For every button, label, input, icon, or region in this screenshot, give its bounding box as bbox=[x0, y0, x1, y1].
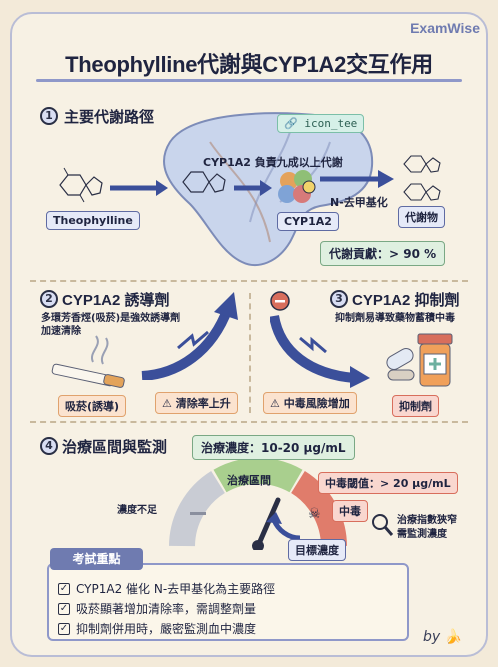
section-3-title: CYP1A2 抑制劑 bbox=[352, 292, 460, 309]
section-1-number: 1 bbox=[40, 107, 58, 125]
monitoring-note-line1: 治療指數狹窄 bbox=[397, 515, 457, 526]
checkbox-icon: ✓ bbox=[58, 622, 70, 635]
section-divider bbox=[30, 280, 468, 282]
key-point-item: ✓ 吸菸顯著增加清除率，需調整劑量 bbox=[58, 600, 256, 617]
inhibitor-label: 抑制劑 bbox=[392, 395, 439, 417]
checkbox-icon: ✓ bbox=[58, 602, 70, 615]
inducer-desc-line1: 多環芳香烴(吸菸)是強效誘導劑 bbox=[41, 313, 181, 324]
metabolite-structure-icon bbox=[403, 155, 441, 201]
brand-logo: ExamWise bbox=[410, 20, 480, 36]
key-point-text: CYP1A2 催化 N-去甲基化為主要路徑 bbox=[76, 582, 276, 596]
target-concentration-label: 目標濃度 bbox=[288, 539, 346, 561]
section-4-number: 4 bbox=[40, 437, 58, 455]
toxicity-risk-badge: ⚠ 中毒風險增加 bbox=[263, 392, 357, 414]
banana-icon: 🍌 bbox=[444, 629, 462, 645]
title-underline bbox=[36, 79, 462, 82]
decrease-arrow-icon bbox=[270, 314, 370, 388]
monitoring-note-line2: 需監測濃度 bbox=[397, 529, 447, 540]
key-points-box bbox=[47, 563, 409, 641]
section-1-title: 主要代謝路徑 bbox=[64, 109, 155, 126]
subtherapeutic-label: 濃度不足 bbox=[117, 505, 157, 516]
toxicity-risk-text: 中毒風險增加 bbox=[283, 397, 350, 410]
inhibitor-desc: 抑制劑易導致藥物蓄積中毒 bbox=[335, 313, 455, 324]
clearance-up-badge: ⚠ 清除率上升 bbox=[155, 392, 238, 414]
toxic-label: 中毒 bbox=[332, 500, 368, 522]
concentration-gauge: ☠ bbox=[169, 460, 347, 550]
increase-arrow-icon bbox=[141, 292, 238, 380]
minus-circle-icon bbox=[270, 291, 290, 311]
svg-text:☠: ☠ bbox=[308, 506, 321, 522]
cyp1a2-enzyme-icon bbox=[278, 170, 316, 203]
link-tag-label: icon_tee bbox=[304, 117, 358, 130]
section-4-title: 治療區間與監測 bbox=[62, 439, 168, 456]
metabolite-label: 代謝物 bbox=[398, 206, 445, 228]
clearance-up-text: 清除率上升 bbox=[175, 397, 231, 410]
column-divider bbox=[249, 293, 251, 413]
cyp1a2-label: CYP1A2 bbox=[277, 212, 339, 231]
enzyme-caption: CYP1A2 負責九成以上代謝 bbox=[203, 156, 343, 169]
therapeutic-zone-label: 治療區間 bbox=[227, 474, 271, 487]
theophylline-label: Theophylline bbox=[46, 211, 140, 230]
arrow-right-icon bbox=[320, 170, 394, 188]
cigarette-icon bbox=[51, 335, 125, 388]
signature: by 🍌 bbox=[423, 629, 462, 645]
section-3-number: 3 bbox=[330, 290, 348, 308]
pointer-arrow-icon bbox=[266, 512, 301, 541]
link-tag[interactable]: 🔗 icon_tee bbox=[277, 114, 365, 133]
toxic-threshold-badge: 中毒閾值：> 20 µg/mL bbox=[318, 472, 458, 494]
section-2-number: 2 bbox=[40, 290, 58, 308]
molecule-in-liver-icon bbox=[182, 171, 226, 193]
arrow-right-icon bbox=[110, 180, 168, 196]
reaction-label: N-去甲基化 bbox=[330, 196, 388, 209]
section-divider bbox=[30, 421, 468, 423]
pill-bottle-icon bbox=[386, 333, 453, 387]
checkbox-icon: ✓ bbox=[58, 582, 70, 595]
inducer-desc-line2: 加速清除 bbox=[41, 326, 81, 337]
key-point-text: 抑制劑併用時，嚴密監測血中濃度 bbox=[76, 622, 257, 636]
section-2-title: CYP1A2 誘導劑 bbox=[62, 292, 170, 309]
arrow-right-icon bbox=[234, 180, 272, 196]
key-point-item: ✓ CYP1A2 催化 N-去甲基化為主要路徑 bbox=[58, 580, 275, 597]
key-point-item: ✓ 抑制劑併用時，嚴密監測血中濃度 bbox=[58, 620, 256, 637]
page-title: Theophylline代謝與CYP1A2交互作用 bbox=[65, 52, 433, 77]
signature-text: by bbox=[422, 629, 441, 645]
key-point-text: 吸菸顯著增加清除率，需調整劑量 bbox=[76, 602, 257, 616]
theophylline-structure-icon bbox=[59, 167, 103, 203]
contribution-badge: 代謝貢獻：> 90 % bbox=[320, 241, 446, 266]
smoking-label: 吸菸(誘導) bbox=[58, 395, 127, 417]
magnifier-icon bbox=[372, 514, 394, 536]
key-points-header: 考試重點 bbox=[50, 548, 143, 570]
therapeutic-range-badge: 治療濃度：10-20 µg/mL bbox=[192, 435, 355, 460]
